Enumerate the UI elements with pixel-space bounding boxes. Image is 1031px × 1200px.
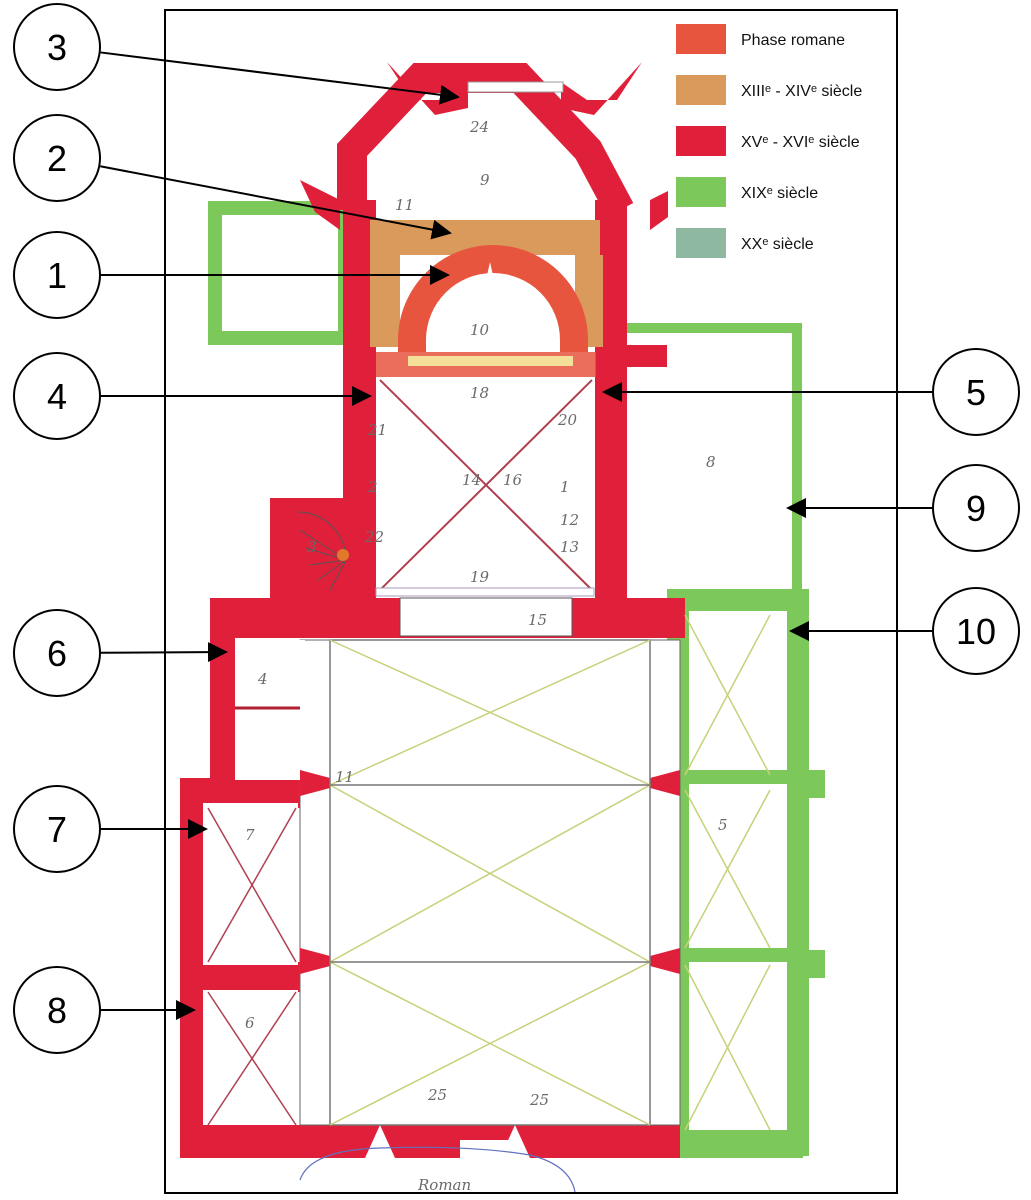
callout-number: 8 <box>47 990 67 1031</box>
callout-circle <box>932 464 1020 552</box>
legend-swatch <box>676 177 726 207</box>
callout-circle <box>13 966 101 1054</box>
nave-piers <box>300 770 680 1158</box>
callout-circle <box>13 352 101 440</box>
room-number-label: 1 <box>560 478 570 496</box>
room-number-label: 16 <box>503 471 523 489</box>
callout-number: 1 <box>47 255 67 296</box>
callout-circle <box>13 3 101 91</box>
callout-7: 7 <box>13 785 208 873</box>
callout-9: 9 <box>786 464 1020 552</box>
room-number-label: 19 <box>470 568 490 586</box>
callout-6: 6 <box>13 609 228 697</box>
room-number-label: 8 <box>706 453 716 471</box>
legend-swatch <box>676 126 726 156</box>
room-number-label: 11 <box>395 196 414 214</box>
legend-label: XIIIᵉ - XIVᵉ siècle <box>741 83 862 100</box>
room-number-label: 15 <box>528 611 547 629</box>
room-number-label: 10 <box>470 321 490 339</box>
stair-turret <box>297 511 349 591</box>
nave-vaults <box>329 639 651 1126</box>
callout-3: 3 <box>13 3 460 105</box>
legend-swatch <box>676 24 726 54</box>
chapel-vaults <box>207 807 297 1126</box>
room-number-label: 18 <box>470 384 489 402</box>
callout-number: 6 <box>47 633 67 674</box>
callout-arrow <box>100 51 460 105</box>
choir-vault <box>375 379 595 597</box>
legend-label: XIXᵉ siècle <box>741 185 818 202</box>
room-number-label: 11 <box>335 768 354 786</box>
room-number-label: 5 <box>718 816 728 834</box>
callout-number: 7 <box>47 809 67 850</box>
callout-number: 2 <box>47 138 67 179</box>
room-number-label: 21 <box>367 421 387 439</box>
callout-circle <box>13 231 101 319</box>
room-number-label: 22 <box>364 528 384 546</box>
callout-4: 4 <box>13 352 372 440</box>
callout-number: 5 <box>966 372 986 413</box>
caption-scrawl: Roman <box>417 1176 471 1194</box>
room-number-label: 7 <box>245 826 255 844</box>
callout-2: 2 <box>13 114 452 240</box>
callout-arrow <box>100 165 452 240</box>
room-number-label: 13 <box>560 538 579 556</box>
callout-circle <box>13 785 101 873</box>
room-number-label: 25 <box>427 1086 447 1104</box>
callout-number: 4 <box>47 376 67 417</box>
callout-arrow <box>100 642 228 663</box>
room-number-label: 12 <box>560 511 579 529</box>
room-number-label: 25 <box>529 1091 549 1109</box>
callout-circle <box>932 348 1020 436</box>
callout-number: 3 <box>47 27 67 68</box>
room-number-label: 24 <box>469 118 489 136</box>
room-number-label: 14 <box>462 471 481 489</box>
room-number-label: 9 <box>480 171 490 189</box>
room-number-label: 6 <box>245 1014 255 1032</box>
callout-number: 9 <box>966 488 986 529</box>
legend-label: XVᵉ - XVIᵉ siècle <box>741 134 860 151</box>
callout-8: 8 <box>13 966 196 1054</box>
room-number-label: 2 <box>367 478 378 496</box>
xix-century-parts <box>208 201 825 1158</box>
handwritten-room-numbers: 24 9 11 10 18 21 20 2 14 16 1 12 22 13 3 19 15 4 11 5 7 6 25 25… <box>245 118 728 1109</box>
callout-1: 1 <box>13 231 450 319</box>
room-number-label: 20 <box>557 411 578 429</box>
legend-label: XXᵉ siècle <box>741 236 814 253</box>
room-number-label: 3 <box>307 538 317 556</box>
legend-swatch <box>676 75 726 105</box>
callout-number: 10 <box>956 611 996 652</box>
legend-swatch <box>676 228 726 258</box>
north-chapel-vaults <box>684 614 771 1131</box>
callout-circle <box>13 609 101 697</box>
callout-circle <box>13 114 101 202</box>
callout-10: 10 <box>789 587 1020 675</box>
legend-label: Phase romane <box>741 32 845 49</box>
room-number-label: 4 <box>257 670 268 688</box>
callout-circle <box>932 587 1020 675</box>
pencil-arc <box>299 1146 576 1193</box>
callout-5: 5 <box>602 348 1020 436</box>
